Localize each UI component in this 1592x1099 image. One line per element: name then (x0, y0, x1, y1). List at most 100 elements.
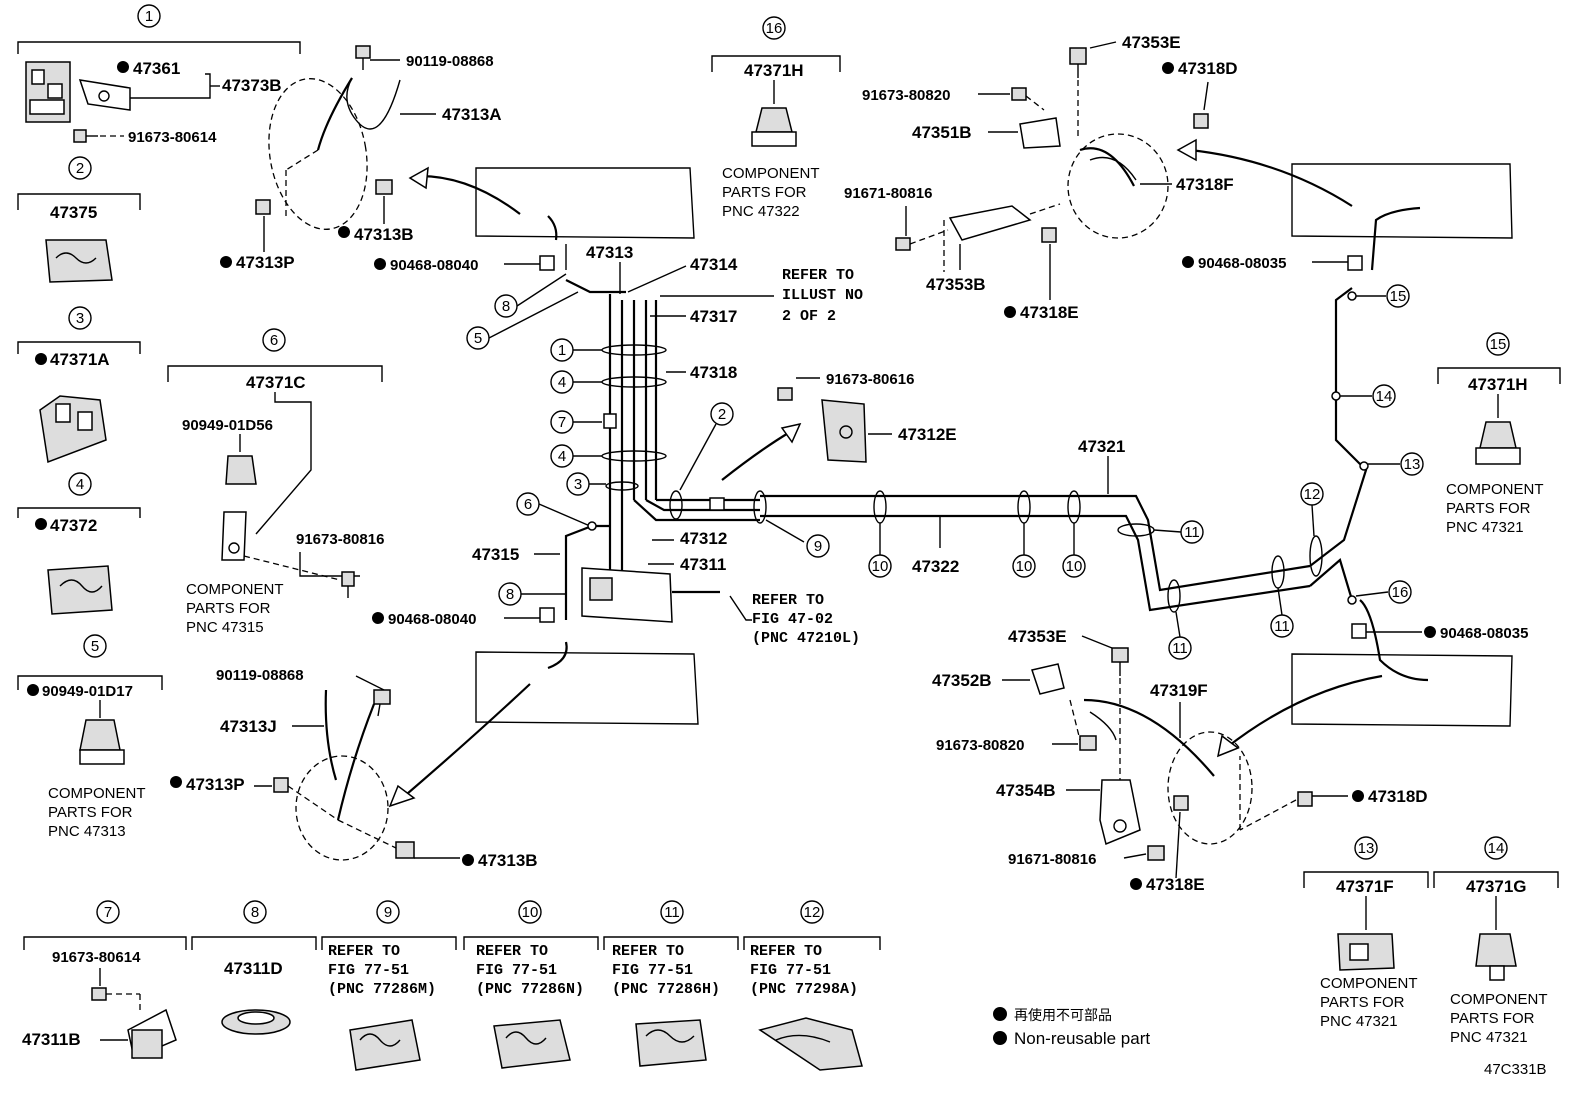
svg-text:14: 14 (1376, 388, 1393, 405)
bolt-icon (1147, 845, 1165, 861)
part-47372: 47372 (50, 516, 97, 535)
bolt-icon (375, 179, 393, 195)
figure-code: 47C331B (1484, 1061, 1547, 1078)
bracket-47311B-icon (127, 1008, 177, 1060)
part-90468-08040: 90468-08040 (390, 257, 478, 274)
svg-text:PNC 47321: PNC 47321 (1446, 519, 1524, 536)
bolt-icon (73, 129, 98, 143)
svg-text:COMPONENT: COMPONENT (186, 581, 284, 598)
part-47353E-b: 47353E (1008, 627, 1067, 646)
svg-text:8: 8 (251, 904, 259, 921)
svg-text:2: 2 (718, 406, 726, 423)
svg-text:8: 8 (506, 586, 514, 603)
part-47371G: 47371G (1466, 877, 1527, 896)
bolt-icon (1011, 87, 1027, 101)
part-47313J: 47313J (220, 717, 277, 736)
svg-text:3: 3 (76, 310, 84, 327)
clip-90949-01D56-icon (225, 455, 257, 485)
callout-47318F: 47353E 47318D 91673-80820 47351B 47318F … (844, 33, 1238, 322)
svg-text:6: 6 (270, 332, 278, 349)
group-10: 10 REFER TO FIG 77-51 (PNC 77286N) (463, 900, 599, 1069)
svg-text:4: 4 (76, 476, 84, 493)
part-47311D: 47311D (224, 959, 283, 978)
svg-text:ILLUST NO: ILLUST NO (782, 287, 863, 304)
part-47314: 47314 (690, 255, 738, 274)
group-11: 11 REFER TO FIG 77-51 (PNC 77286H) (603, 900, 739, 1067)
part-47318: 47318 (690, 363, 737, 382)
bracket-icon (221, 511, 247, 561)
svg-text:PNC 47321: PNC 47321 (1450, 1029, 1528, 1046)
svg-text:PARTS FOR: PARTS FOR (1446, 500, 1531, 517)
legend-english: Non-reusable part (1014, 1029, 1150, 1048)
nut-icon (255, 199, 271, 215)
part-91673-80614: 91673-80614 (128, 129, 217, 146)
svg-text:FIG 77-51: FIG 77-51 (612, 962, 693, 979)
clamp-77286M-icon (349, 1019, 421, 1071)
svg-text:COMPONENT: COMPONENT (1446, 481, 1544, 498)
svg-text:15: 15 (1390, 288, 1407, 305)
part-47371A: 47371A (50, 350, 110, 369)
bolt-icon (777, 387, 793, 401)
svg-text:13: 13 (1404, 456, 1421, 473)
part-47312: 47312 (680, 529, 727, 548)
part-47312E: 47312E (898, 425, 957, 444)
svg-text:COMPONENT: COMPONENT (1450, 991, 1548, 1008)
svg-text:(PNC 77286N): (PNC 77286N) (476, 981, 584, 998)
svg-text:PARTS FOR: PARTS FOR (1320, 994, 1405, 1011)
part-47319F: 47319F (1150, 681, 1208, 700)
part-47322: 47322 (912, 557, 959, 576)
part-47353E: 47353E (1122, 33, 1181, 52)
part-47371F: 47371F (1336, 877, 1394, 896)
svg-text:PARTS FOR: PARTS FOR (722, 184, 807, 201)
svg-text:5: 5 (474, 330, 482, 347)
part-47321: 47321 (1078, 437, 1125, 456)
svg-text:11: 11 (1172, 640, 1188, 657)
svg-text:10: 10 (1066, 558, 1083, 575)
svg-text:PARTS FOR: PARTS FOR (186, 600, 271, 617)
svg-text:PNC 47313: PNC 47313 (48, 823, 126, 840)
svg-text:REFER TO: REFER TO (782, 267, 854, 284)
part-90949-01D56: 90949-01D56 (182, 417, 273, 434)
central-brake-lines: 90468-08040 8 5 47313 47314 REFER TO ILL… (372, 243, 1424, 660)
part-91671-80816-b: 91671-80816 (1008, 851, 1096, 868)
part-91673-80614-b: 91673-80614 (52, 949, 141, 966)
part-90468-08035: 90468-08035 (1198, 255, 1286, 272)
svg-text:(PNC 77286H): (PNC 77286H) (612, 981, 720, 998)
nut-icon (1173, 795, 1189, 811)
svg-text:PNC 47321: PNC 47321 (1320, 1013, 1398, 1030)
part-47361: 47361 (133, 59, 180, 78)
part-47313B-b: 47313B (478, 851, 538, 870)
part-47313P-b: 47313P (186, 775, 245, 794)
svg-text:14: 14 (1488, 840, 1505, 857)
svg-text:REFER TO: REFER TO (476, 943, 548, 960)
part-47318D: 47318D (1178, 59, 1238, 78)
svg-text:PARTS FOR: PARTS FOR (48, 804, 133, 821)
clip-47371G-icon (1475, 933, 1517, 981)
part-47313: 47313 (586, 243, 633, 262)
part-47315: 47315 (472, 545, 519, 564)
svg-text:12: 12 (1304, 486, 1321, 503)
clamp-47372-icon (47, 565, 113, 615)
group-3: 3 47371A (17, 306, 141, 464)
part-90949-01D17: 90949-01D17 (42, 683, 133, 700)
bolt-icon (1193, 113, 1209, 129)
bolt-icon (1111, 647, 1129, 676)
svg-text:REFER TO: REFER TO (752, 592, 824, 609)
bolt-icon (341, 571, 355, 598)
grommet-47311D-icon (221, 1009, 291, 1035)
clip-47371F-icon (1337, 933, 1395, 971)
svg-text:9: 9 (814, 538, 822, 555)
svg-text:11: 11 (664, 904, 680, 921)
wheel-outline-front-left (475, 167, 695, 241)
svg-text:COMPONENT: COMPONENT (48, 785, 146, 802)
part-91671-80816: 91671-80816 (844, 185, 932, 202)
bolt-icon (395, 841, 415, 859)
svg-text:10: 10 (522, 904, 539, 921)
svg-text:1: 1 (145, 8, 153, 25)
svg-text:2 OF 2: 2 OF 2 (782, 308, 836, 325)
clamp-47371A-icon (39, 395, 107, 464)
clip-90468-icon (1351, 623, 1367, 639)
bolt-icon (1069, 47, 1087, 78)
bolt-icon (91, 987, 107, 1001)
part-47318F: 47318F (1176, 175, 1234, 194)
